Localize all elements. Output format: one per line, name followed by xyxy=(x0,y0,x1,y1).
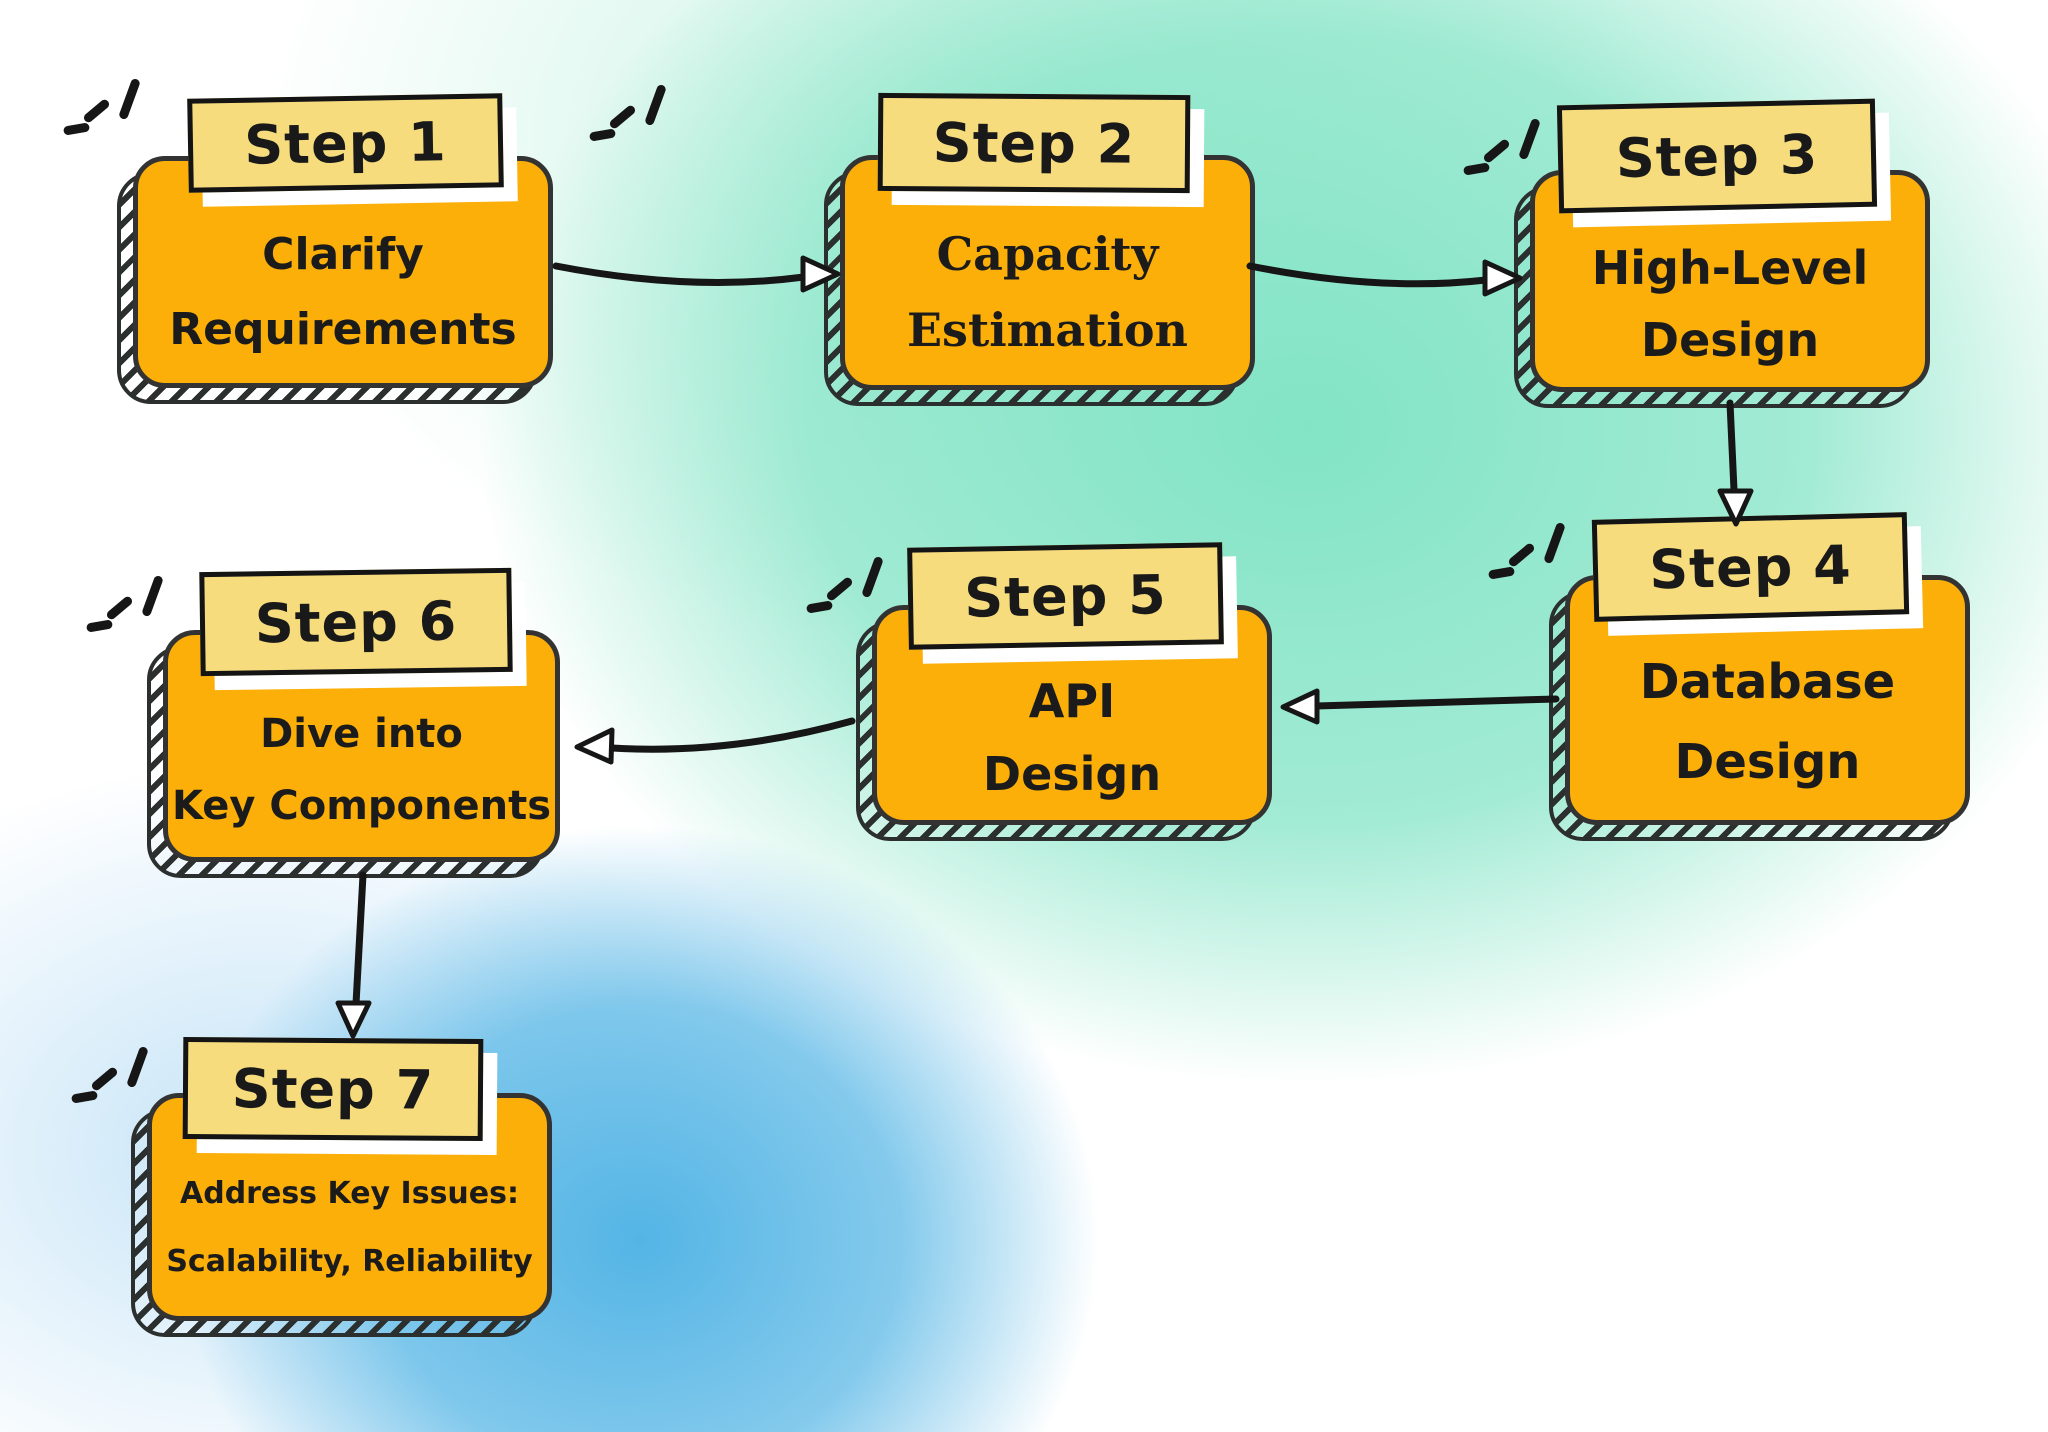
step-text-line: API xyxy=(1028,674,1116,728)
step-label: Step 3 xyxy=(1556,98,1878,214)
arrow-step2-to-step3 xyxy=(1246,259,1523,297)
step-label-text: Step 7 xyxy=(231,1056,435,1122)
step-text-line: Address Key Issues: xyxy=(180,1176,519,1212)
step-label-text: Step 6 xyxy=(254,589,458,655)
step-label-text: Step 4 xyxy=(1648,533,1853,601)
step-text-line: Estimation xyxy=(906,303,1188,358)
step-label: Step 4 xyxy=(1591,512,1910,622)
sparkle-burst-icon xyxy=(588,83,667,148)
step-label: Step 7 xyxy=(182,1036,484,1142)
step-text-line: Design xyxy=(982,746,1162,801)
step-text-line: Scalability, Reliability xyxy=(166,1243,533,1279)
arrow-step4-to-step5 xyxy=(1280,688,1560,725)
step-label: Step 1 xyxy=(187,93,504,193)
arrow-step6-to-step7 xyxy=(335,871,372,1039)
arrow-step5-to-step6 xyxy=(574,717,856,765)
step-text-line: Capacity xyxy=(936,227,1159,282)
step-label: Step 5 xyxy=(907,542,1224,650)
step-text-line: Clarify xyxy=(262,228,424,280)
step-label-text: Step 3 xyxy=(1615,122,1819,190)
step-label: Step 2 xyxy=(877,92,1191,194)
step-label-text: Step 1 xyxy=(243,109,448,177)
sparkle-burst-icon xyxy=(1487,521,1566,586)
sparkle-burst-icon xyxy=(1462,117,1541,182)
step-label-text: Step 5 xyxy=(963,562,1168,630)
step-text-line: Design xyxy=(1674,734,1861,790)
step-text-line: Database xyxy=(1639,654,1896,710)
sparkle-burst-icon xyxy=(70,1045,149,1110)
sparkle-burst-icon xyxy=(805,555,884,620)
step-label: Step 6 xyxy=(199,567,513,677)
sparkle-burst-icon xyxy=(62,77,141,142)
step-text-line: Dive into xyxy=(260,710,463,757)
step-label-text: Step 2 xyxy=(932,110,1136,176)
arrow-step1-to-step2 xyxy=(552,255,841,293)
arrow-step3-to-step4 xyxy=(1717,399,1754,527)
step-text-line: Design xyxy=(1640,313,1820,368)
step-text-line: Key Components xyxy=(171,783,552,830)
sparkle-burst-icon xyxy=(85,574,164,639)
step-text-line: Requirements xyxy=(169,304,517,356)
step-text-line: High-Level xyxy=(1591,241,1869,296)
